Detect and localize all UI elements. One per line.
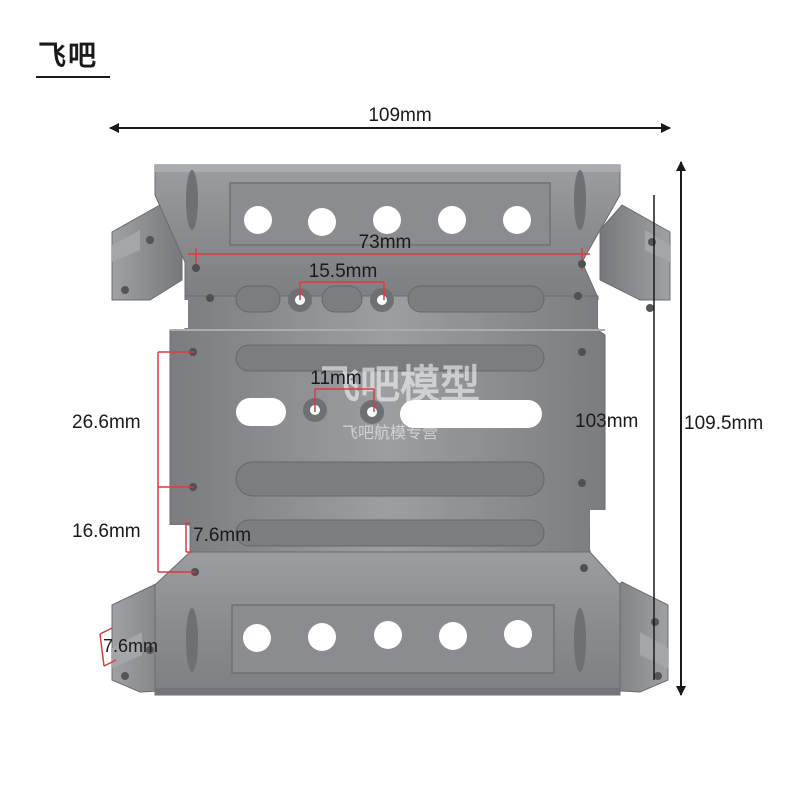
vertical-span-lower-dimension: 16.6mm [72, 487, 196, 573]
hole-span-wide-dimension: 73mm [188, 232, 590, 272]
hole-span-small-label: 15.5mm [309, 261, 378, 282]
watermark-main: 飞吧模型 [320, 362, 480, 408]
brand-underline [36, 76, 110, 78]
bottom-rail-hole [439, 622, 467, 650]
overall-width-label: 109mm [368, 105, 431, 126]
top-rail-hole [503, 206, 531, 234]
overall-width-dimension: 109mm [109, 105, 671, 133]
bottom-rail-hole [243, 624, 271, 652]
offset-side-dimension: 7.6mm [99, 627, 158, 667]
brand-title: 飞吧 [38, 39, 99, 72]
top-rail-block [154, 164, 621, 299]
hole-span-wide-label: 73mm [359, 232, 412, 253]
offset-inner-label: 7.6mm [193, 525, 251, 546]
overall-height-label: 109.5mm [684, 413, 763, 434]
main-plate [165, 285, 620, 556]
top-rail-hole [438, 206, 466, 234]
bottom-rail-hole [308, 623, 336, 651]
hole-span-center-dimension: 11mm [310, 368, 375, 412]
vertical-span-lower-label: 16.6mm [72, 521, 141, 542]
overall-height-dimension: 109.5mm [676, 161, 763, 696]
bottom-rail-hole [374, 621, 402, 649]
vertical-span-upper-label: 26.6mm [72, 412, 141, 433]
watermark-sub: 飞吧航模专营 [342, 423, 438, 442]
inner-height-dimension: 103mm [575, 195, 655, 680]
offset-inner-dimension: 7.6mm [185, 522, 251, 553]
offset-side-label: 7.6mm [103, 636, 158, 656]
vertical-span-upper-dimension: 26.6mm [72, 351, 194, 488]
watermark: 飞吧模型 飞吧航模专营 [320, 362, 480, 442]
top-rail-hole [308, 208, 336, 236]
hole-span-center-label: 11mm [310, 368, 361, 389]
inner-height-label: 103mm [575, 411, 638, 432]
bottom-rail-block [154, 551, 621, 696]
top-rail-hole [244, 206, 272, 234]
bottom-rail-hole [504, 620, 532, 648]
top-rail-hole [373, 206, 401, 234]
hole-span-small-dimension: 15.5mm [299, 261, 385, 300]
right-upper-bracket [599, 204, 671, 312]
